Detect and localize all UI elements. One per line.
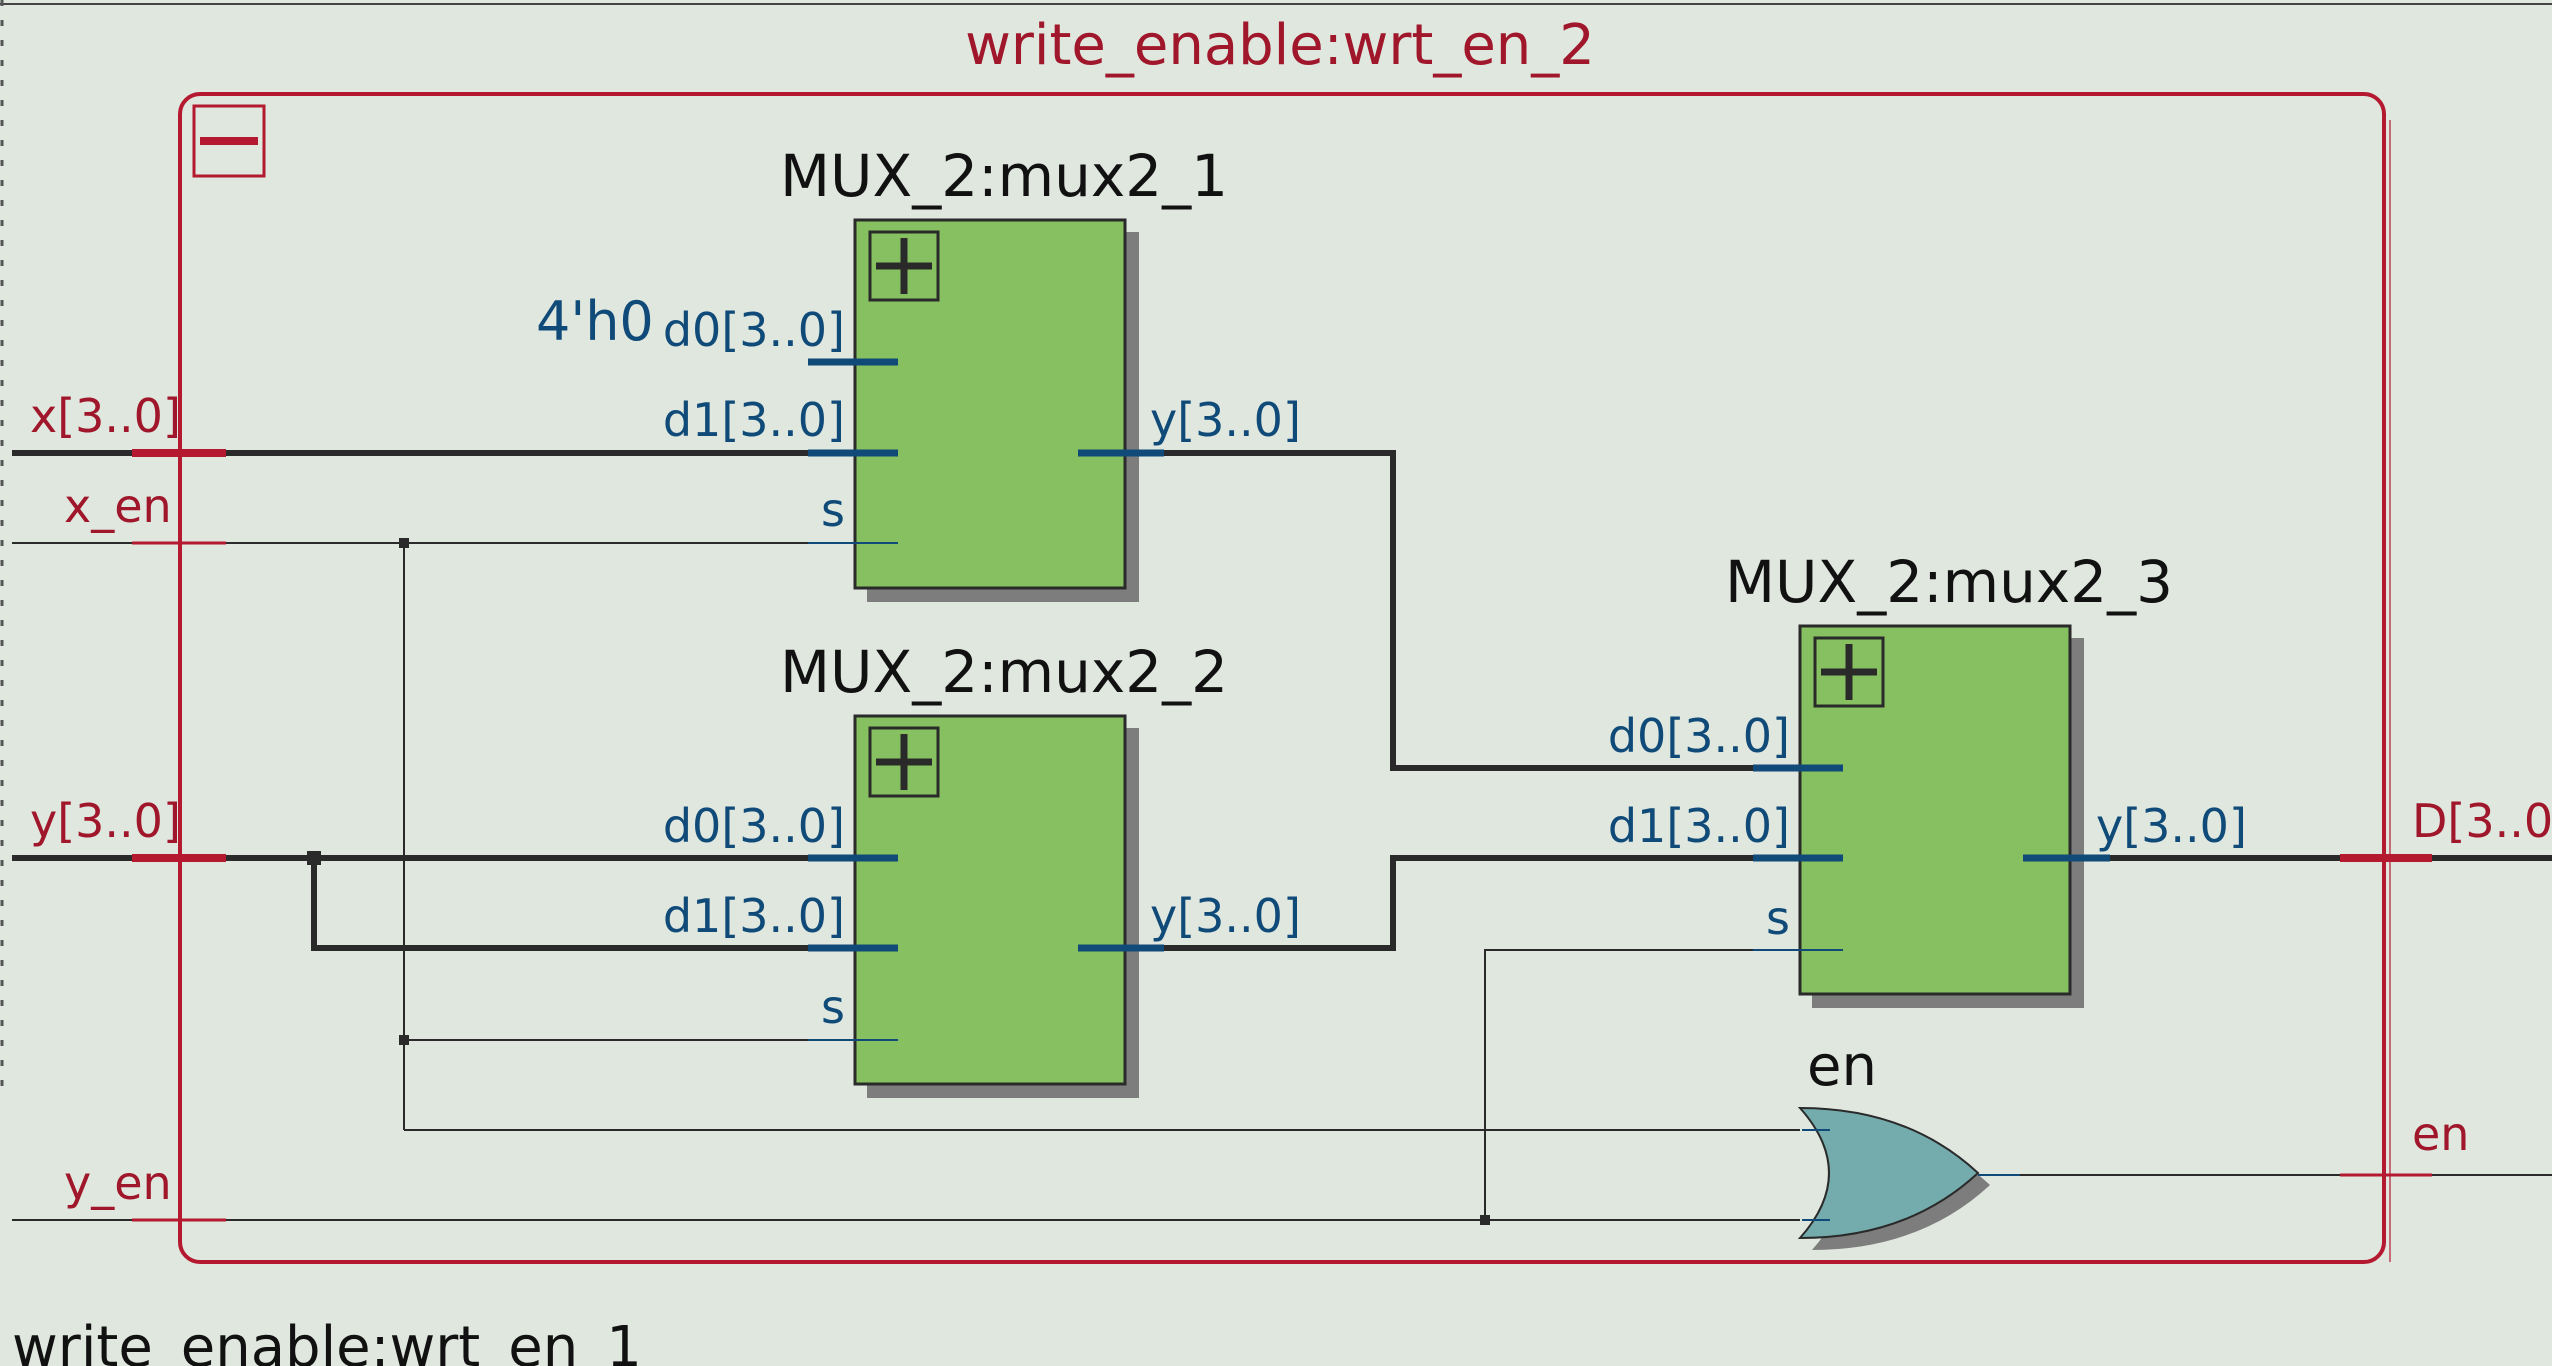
mux3-pin-d0: d0[3..0]: [1608, 709, 1790, 763]
mux2-pin-d1: d1[3..0]: [663, 889, 845, 943]
mux3-pin-s: s: [1766, 891, 1790, 945]
mux-block-mux2-2[interactable]: [808, 714, 1164, 1098]
plus-box-icon[interactable]: [868, 726, 940, 798]
mux2-pin-y: y[3..0]: [1150, 889, 1301, 943]
block-border: [178, 92, 2386, 1264]
mux1-pin-d1: d1[3..0]: [663, 393, 845, 447]
minus-box-icon[interactable]: [192, 104, 266, 178]
mux1-pin-d0: d0[3..0]: [663, 303, 845, 357]
bottom-block-title: write_enable:wrt_en_1: [12, 1315, 642, 1366]
mux3-pin-d1: d1[3..0]: [1608, 799, 1790, 853]
mux1-pin-s: s: [821, 483, 845, 537]
block-title: write_enable:wrt_en_2: [965, 13, 1595, 78]
mux1-title: MUX_2:mux2_1: [780, 142, 1228, 210]
or-gate-en[interactable]: [1797, 1106, 2020, 1250]
port-en[interactable]: en: [2412, 1107, 2469, 1161]
plus-box-icon[interactable]: [1813, 636, 1885, 708]
mux-block-mux2-3[interactable]: [1753, 624, 2110, 1008]
or-gate-title: en: [1807, 1034, 1877, 1099]
write-enable-block-wrt-en-2[interactable]: write_enable:wrt_en_2: [178, 13, 2391, 1264]
port-y-en[interactable]: y_en: [64, 1156, 172, 1210]
port-d[interactable]: D[3..0]: [2412, 794, 2552, 848]
mux3-pin-y: y[3..0]: [2096, 799, 2247, 853]
mux2-title: MUX_2:mux2_2: [780, 638, 1228, 706]
port-y[interactable]: y[3..0]: [30, 794, 181, 848]
mux-block-mux2-1[interactable]: [808, 218, 1164, 602]
junction-dots: [307, 538, 1490, 1225]
block-ports: [132, 449, 2432, 1222]
mux3-title: MUX_2:mux2_3: [1725, 548, 2173, 616]
mux2-pin-s: s: [821, 980, 845, 1034]
constant-value: 4'h0: [536, 290, 654, 353]
mux2-pin-d0: d0[3..0]: [663, 799, 845, 853]
plus-box-icon[interactable]: [868, 230, 940, 302]
port-x[interactable]: x[3..0]: [30, 389, 181, 443]
port-x-en[interactable]: x_en: [64, 479, 172, 533]
mux1-pin-y: y[3..0]: [1150, 393, 1301, 447]
